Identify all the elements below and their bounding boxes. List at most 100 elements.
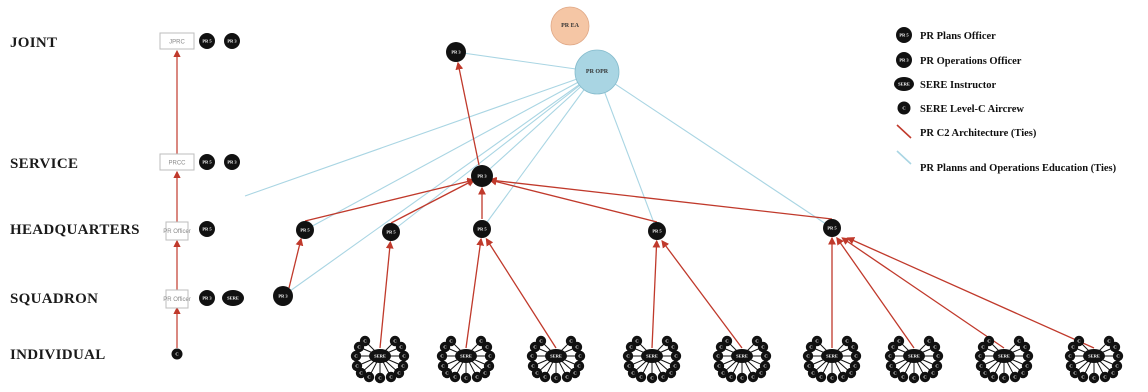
hq-plans-officer-node	[648, 222, 666, 240]
c2-tie	[651, 239, 661, 349]
aircrew-label: C	[819, 375, 822, 380]
sere-instructor-label: SERE	[998, 353, 1010, 358]
aircrew-node	[837, 371, 849, 383]
aircrew-node	[897, 371, 909, 383]
aircrew-label: C	[535, 371, 538, 376]
c2-tie	[390, 179, 476, 224]
aircrew-node	[932, 350, 944, 362]
aircrew-node	[460, 372, 472, 384]
aircrew-node	[385, 371, 397, 383]
aircrew-icon	[897, 101, 911, 115]
aircrew-label: C	[891, 345, 894, 350]
aircrew-node	[574, 350, 586, 362]
sere-instructor-label: SERE	[736, 353, 748, 358]
pr-ea-label: PR EA	[561, 23, 580, 29]
aircrew-label: C	[401, 364, 404, 369]
education-tie	[282, 71, 598, 297]
aircrew-node	[885, 360, 897, 372]
aircrew-label: C	[577, 364, 580, 369]
sere-instructor-label: SERE	[826, 353, 838, 358]
aircrew-node	[923, 335, 935, 347]
aircrew-node	[526, 350, 538, 362]
aircrew-label: C	[650, 376, 653, 381]
legend-sere-aircrew: SERE Level-C Aircrew	[920, 104, 1024, 115]
prcc-box	[159, 153, 195, 171]
aircrew-label: C	[1103, 375, 1106, 380]
aircrew-label: C	[1021, 371, 1024, 376]
aircrew-node	[1009, 371, 1021, 383]
aircrew-label: C	[669, 371, 672, 376]
aircrew-label: C	[531, 364, 534, 369]
aircrew-node	[755, 367, 767, 379]
aircrew-node	[736, 372, 748, 384]
aircrew-label: C	[483, 371, 486, 376]
aircrew-label: C	[631, 371, 634, 376]
sere-instructor-icon	[222, 290, 244, 306]
aircrew-label: C	[1111, 371, 1114, 376]
aircrew-node	[445, 335, 457, 347]
operations-officer-icon	[224, 33, 240, 49]
aircrew-node	[974, 350, 986, 362]
aircrew-label: C	[354, 354, 357, 359]
aircrew-label: C	[639, 375, 642, 380]
aircrew-label: C	[661, 375, 664, 380]
aircrew-node	[760, 350, 772, 362]
aircrew-node	[561, 371, 573, 383]
aircrew-label: C	[533, 345, 536, 350]
aircrew-label: C	[761, 345, 764, 350]
level-label-individual: INDIVIDUAL	[10, 347, 106, 363]
aircrew-label: C	[626, 354, 629, 359]
legend-icon-label: C	[902, 106, 905, 111]
sere-instructor-node	[369, 349, 391, 363]
aircrew-label: C	[488, 354, 491, 359]
education-tie	[244, 71, 598, 197]
aircrew-label: C	[849, 371, 852, 376]
aircrew-label: C	[912, 376, 915, 381]
badge-label: SERE	[227, 296, 239, 301]
aircrew-label: C	[402, 354, 405, 359]
aircrew-node	[398, 350, 410, 362]
sere-instructor-label: SERE	[908, 353, 920, 358]
c2-tie	[846, 237, 1095, 349]
aircrew-label: C	[1092, 376, 1095, 381]
aircrew-node	[712, 350, 724, 362]
blue-tie-swatch	[896, 150, 912, 165]
legend-icon-label: SERE	[898, 82, 910, 87]
squadron-node	[273, 286, 293, 306]
aircrew-node	[998, 372, 1010, 384]
red-tie-swatch	[896, 124, 912, 139]
aircrew-label: C	[1116, 354, 1119, 359]
aircrew-label: C	[1002, 376, 1005, 381]
aircrew-label: C	[543, 375, 546, 380]
sere-instructor-node	[641, 349, 663, 363]
sere-instructor-node	[1083, 349, 1105, 363]
aircrew-node	[815, 371, 827, 383]
aircrew-label: C	[809, 345, 812, 350]
aircrew-node	[811, 335, 823, 347]
aircrew-label: C	[841, 375, 844, 380]
aircrew-node	[803, 360, 815, 372]
aircrew-label: C	[725, 339, 728, 344]
aircrew-label: C	[854, 354, 857, 359]
aircrew-node	[622, 350, 634, 362]
legend-education-ties: PR Planns and Operations Education (Ties…	[920, 163, 1117, 174]
badge-label: PR 5	[202, 160, 212, 165]
aircrew-node	[850, 350, 862, 362]
aircrew-label: C	[721, 371, 724, 376]
education-tie	[481, 71, 598, 177]
hq-plans-officer-node	[382, 223, 400, 241]
aircrew-label: C	[815, 339, 818, 344]
aircrew-node	[527, 360, 539, 372]
aircrew-node	[1107, 367, 1119, 379]
hq-plans-officer-node	[823, 219, 841, 237]
education-tie	[596, 71, 833, 229]
aircrew-label: C	[893, 371, 896, 376]
level-label-service: SERVICE	[10, 156, 78, 172]
node-label: PR 3	[451, 50, 461, 55]
aircrew-label: C	[1081, 375, 1084, 380]
